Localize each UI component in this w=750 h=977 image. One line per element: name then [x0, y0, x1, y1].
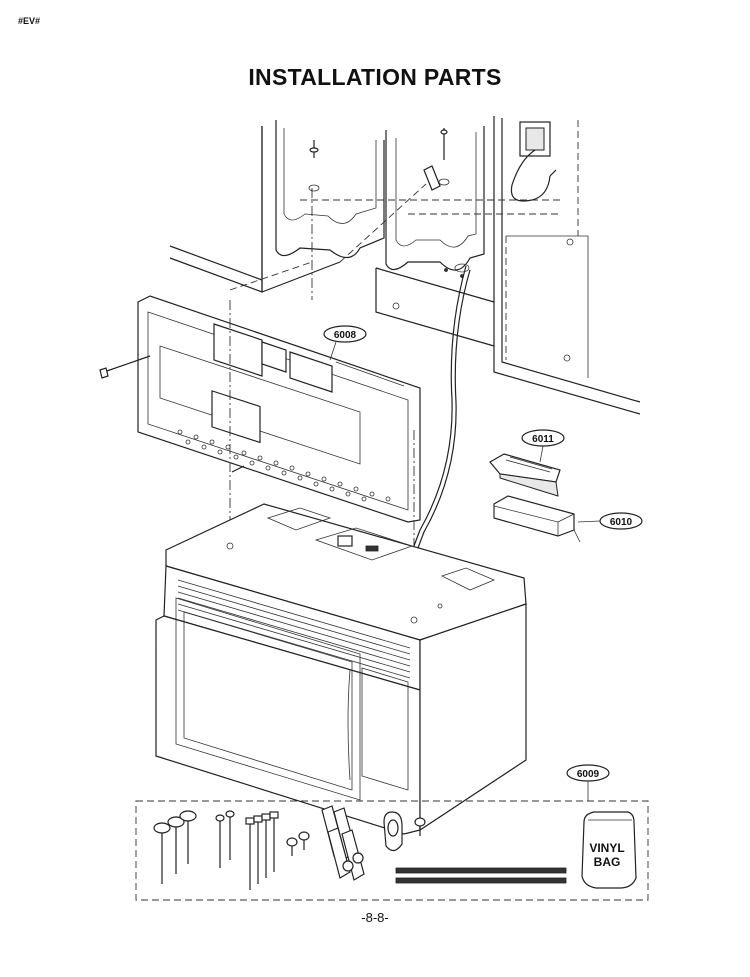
spring-pair	[395, 867, 567, 884]
wood-screw-group	[215, 810, 235, 868]
mounting-plate	[99, 183, 471, 616]
vinyl-bag-label-line2: BAG	[594, 855, 621, 869]
damper-housing-6010	[493, 495, 581, 543]
vinyl-bag: VINYL BAG	[581, 811, 637, 889]
damper-cover-6011	[489, 453, 561, 497]
toggle-bolt-group	[153, 810, 197, 884]
callout-6010: 6010	[577, 512, 643, 530]
vinyl-bag-label-line1: VINYL	[589, 841, 624, 855]
wall-cabinets	[169, 116, 641, 415]
callout-6009-label: 6009	[577, 769, 600, 780]
lag-screw-group	[245, 811, 279, 890]
callout-6011: 6011	[521, 429, 565, 463]
hardware-kit-box: VINYL BAG	[135, 800, 649, 901]
page-title: INSTALLATION PARTS	[248, 64, 502, 90]
document-tag: #EV#	[18, 16, 41, 26]
callout-6008-label: 6008	[334, 330, 357, 341]
small-screw-group	[286, 831, 310, 856]
cord-clamp	[383, 811, 426, 852]
callout-6011-label: 6011	[532, 434, 554, 445]
toggle-wing-group	[321, 805, 365, 881]
microwave-oven-hood	[155, 503, 527, 835]
callout-6010-label: 6010	[610, 517, 633, 528]
callout-6008: 6008	[323, 325, 367, 361]
plate-hole-row	[177, 429, 391, 502]
callout-6009: 6009	[566, 764, 610, 801]
page-number: -8-8-	[361, 910, 389, 925]
